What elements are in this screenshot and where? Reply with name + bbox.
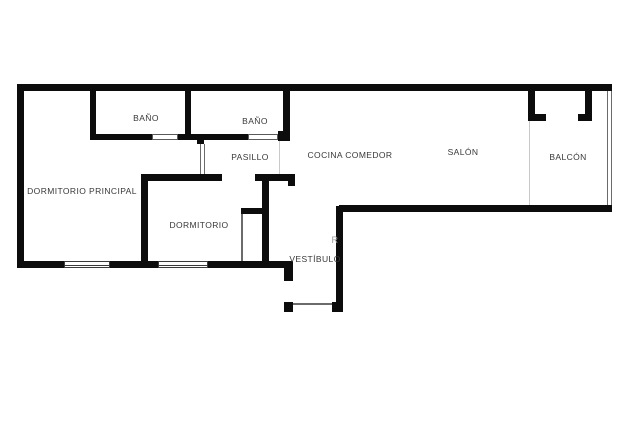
vestibule-left-wall-lower (284, 302, 293, 312)
bath2-door (248, 134, 278, 140)
window-1 (64, 261, 110, 268)
room-label-cocina-comedor: COCINA COMEDOR (307, 150, 393, 160)
vestibule-left-wall-upper (284, 261, 293, 281)
balcony-glass-line (529, 121, 530, 205)
outer-wall-bottom-seg1 (17, 261, 64, 268)
room-label-dormitorio-principal: DORMITORIO PRINCIPAL (27, 186, 137, 196)
hallway-door-line-a (200, 144, 201, 174)
balcony-right-jamb-foot (578, 114, 592, 121)
balcony-left-jamb-foot (528, 114, 546, 121)
bath1-door (152, 134, 178, 140)
bath-bottom-wall-seg1 (90, 134, 152, 140)
room-label-bano-2: BAÑO (242, 116, 268, 126)
outer-wall-left (17, 84, 24, 268)
room-label-bano-1: BAÑO (133, 113, 159, 123)
bedroom-divider-wall (141, 174, 148, 268)
room-label-pasillo: PASILLO (231, 152, 269, 162)
bedroom2-top-wall-end-cap (288, 174, 295, 186)
bath1-left-wall (90, 91, 96, 140)
vestibule-entry-line (293, 303, 332, 305)
window-2 (158, 261, 208, 268)
bath2-kitchen-wall (283, 91, 290, 136)
room-label-salon: SALÓN (447, 147, 479, 157)
bedroom2-top-wall-seg2 (255, 174, 293, 181)
room-label-balcon: BALCÓN (549, 152, 587, 162)
outer-wall-bottom-seg2 (110, 261, 158, 268)
hallway-left-nub (197, 134, 204, 144)
balcony-left-jamb (528, 91, 535, 115)
bedroom2-right-wall (262, 174, 269, 262)
closet-top-nub (241, 208, 262, 214)
closet-front-line (241, 214, 243, 261)
bedroom2-top-wall-seg1 (141, 174, 222, 181)
balcony-railing-inner (607, 91, 608, 205)
balcony-railing-outer (611, 91, 612, 205)
balcony-right-jamb (585, 91, 592, 115)
kitchen-hall-door-line (279, 140, 280, 174)
room-label-partial-letter: R (331, 235, 339, 245)
vestibule-right-wall (336, 206, 343, 312)
hallway-door-line-b (204, 144, 205, 174)
outer-wall-top (17, 84, 612, 91)
bath-bottom-wall-seg2 (178, 134, 248, 140)
outer-wall-bottom-seg3 (208, 261, 293, 268)
room-label-vestibulo: VESTÍBULO (289, 254, 341, 264)
bath2-wall-end-cap (278, 131, 290, 141)
room-label-dormitorio: DORMITORIO (169, 220, 229, 230)
living-bottom-wall (339, 205, 612, 212)
bath-divider-wall (185, 91, 191, 140)
